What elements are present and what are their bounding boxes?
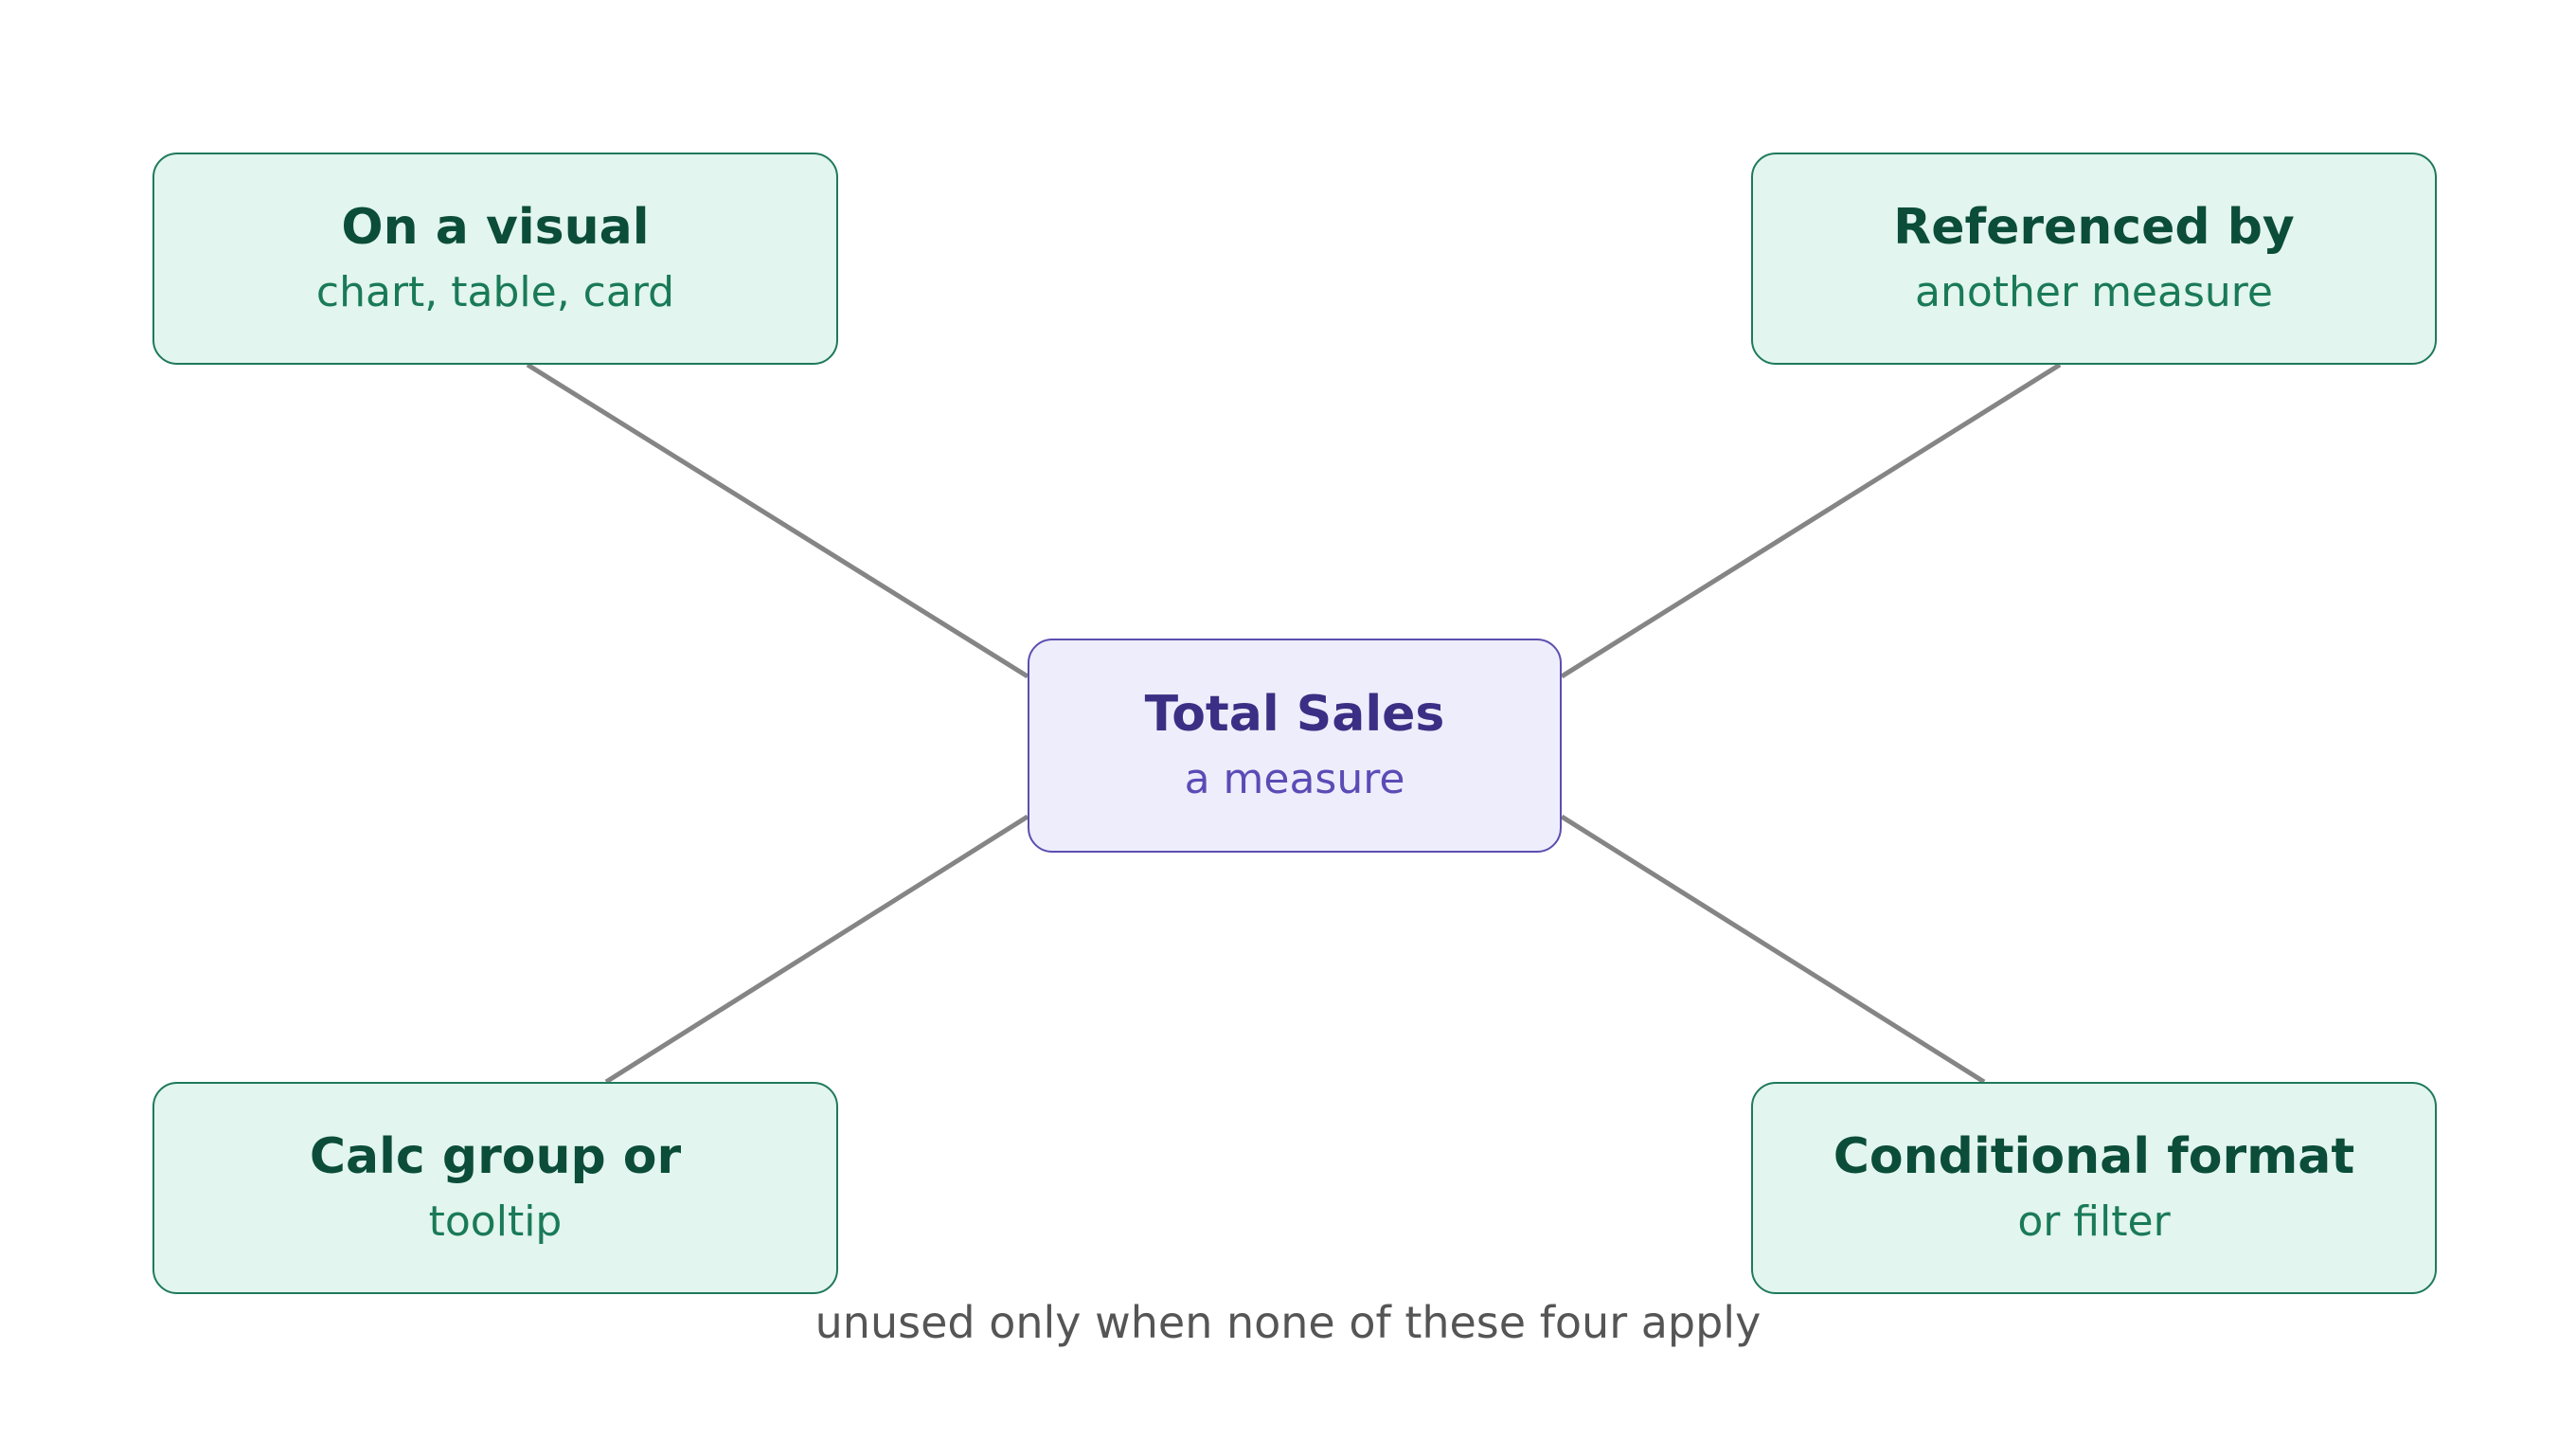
node-subtitle: or filter bbox=[2017, 1197, 2171, 1246]
footnote: unused only when none of these four appl… bbox=[814, 1297, 1762, 1348]
node-total-sales: Total Sales a measure bbox=[1028, 639, 1562, 853]
node-on-a-visual: On a visual chart, table, card bbox=[152, 153, 838, 365]
node-title: On a visual bbox=[341, 199, 650, 256]
connector-conditional-format bbox=[1560, 814, 1986, 1085]
node-subtitle: tooltip bbox=[428, 1197, 563, 1246]
connector-visual bbox=[526, 362, 1029, 679]
node-calc-group: Calc group or tooltip bbox=[152, 1082, 838, 1294]
center-title: Total Sales bbox=[1144, 686, 1445, 743]
node-title: Conditional format bbox=[1833, 1128, 2355, 1185]
center-subtitle: a measure bbox=[1184, 755, 1405, 803]
node-subtitle: chart, table, card bbox=[315, 268, 675, 316]
connector-referenced bbox=[1560, 362, 2062, 679]
node-subtitle: another measure bbox=[1915, 268, 2273, 316]
node-conditional-format: Conditional format or filter bbox=[1751, 1082, 2437, 1294]
connector-calc-group bbox=[604, 814, 1029, 1085]
node-title: Referenced by bbox=[1893, 199, 2295, 256]
node-title: Calc group or bbox=[309, 1128, 682, 1185]
node-referenced-by: Referenced by another measure bbox=[1751, 153, 2437, 365]
